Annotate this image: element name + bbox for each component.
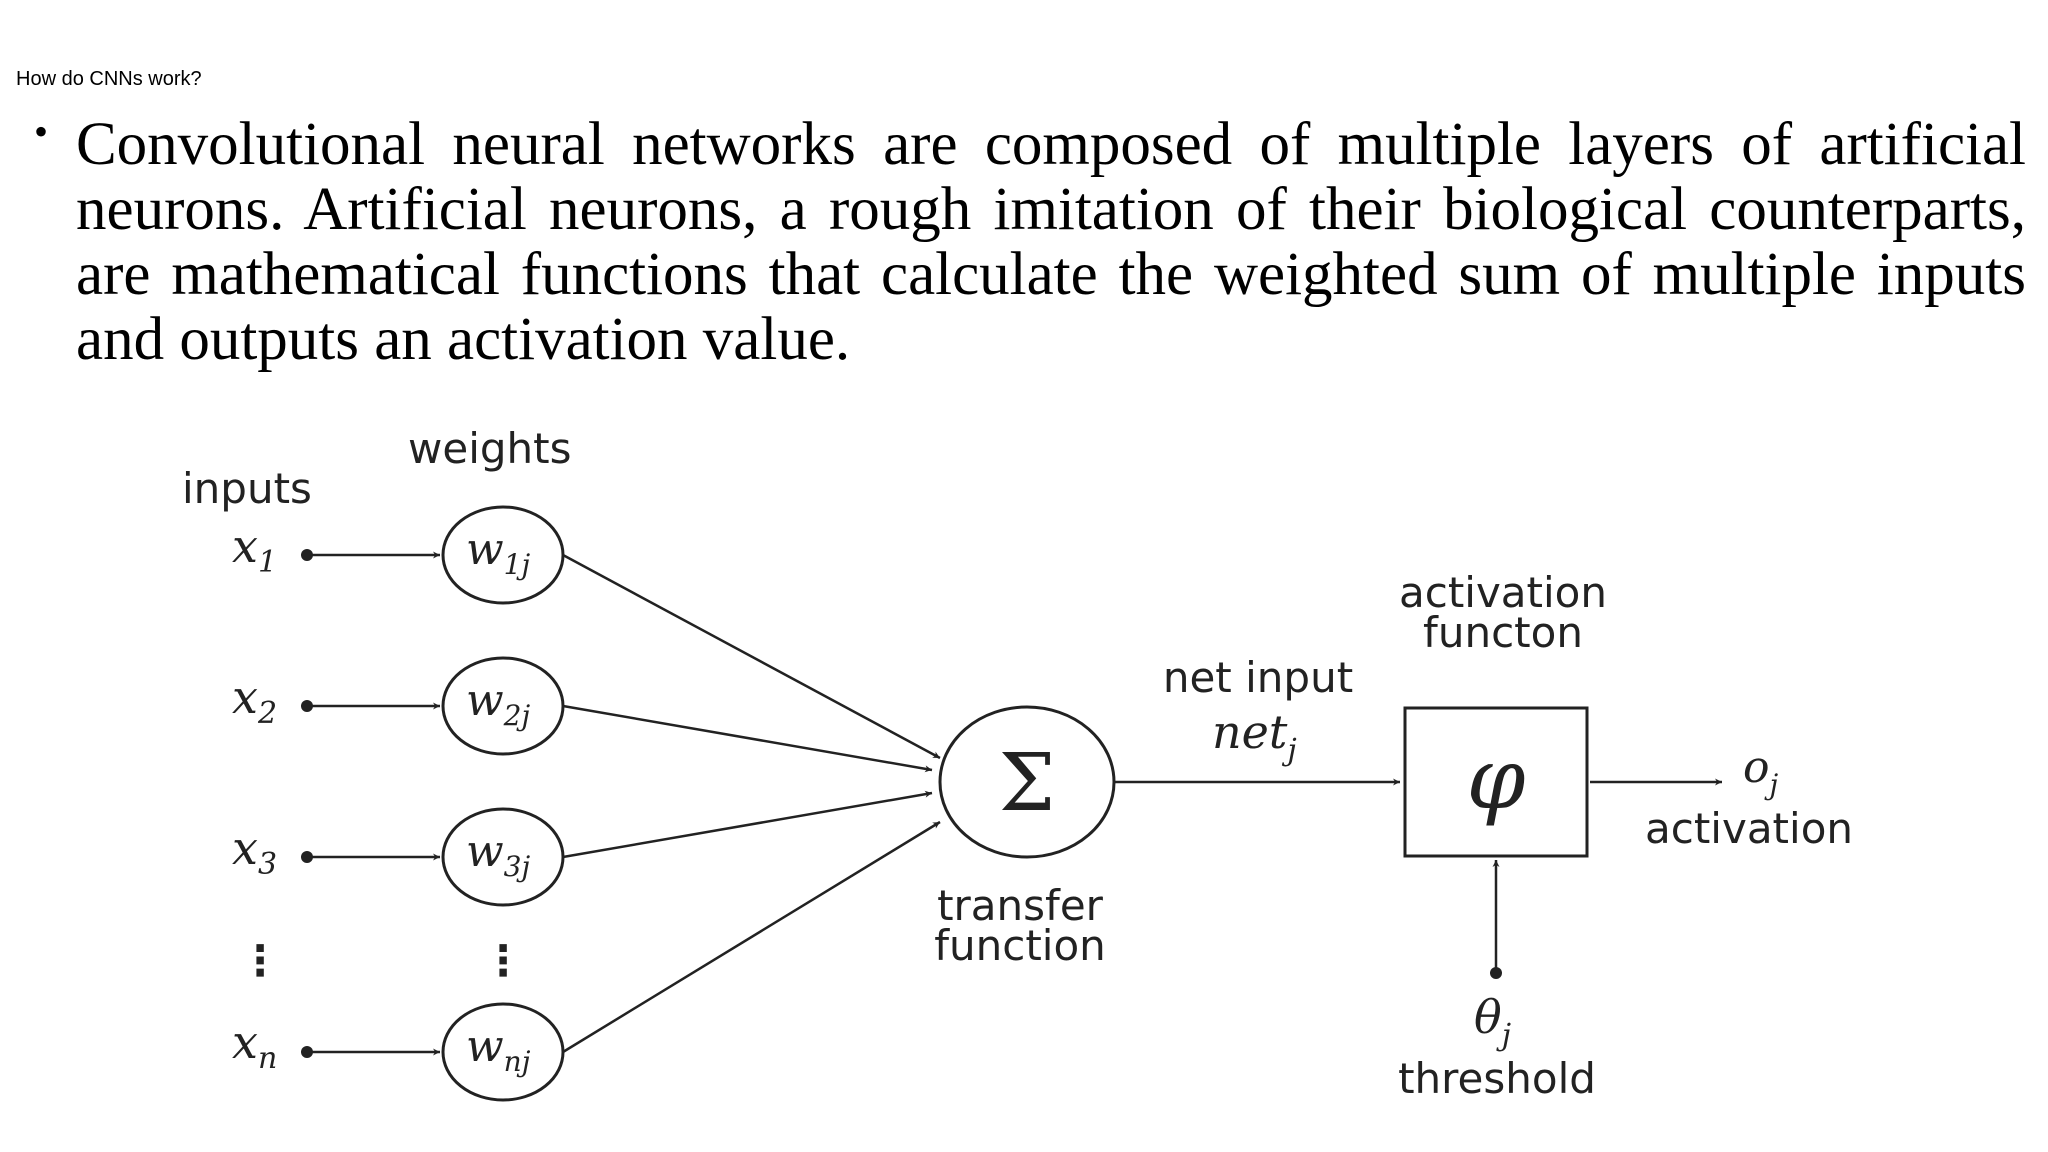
input-row-n: xn wnj bbox=[232, 820, 941, 1102]
transfer-function-label-line2: function bbox=[934, 921, 1106, 970]
theta-symbol: θj bbox=[1474, 990, 1511, 1053]
activation-function-label-line1: activation bbox=[1399, 568, 1607, 617]
weight-symbol: w2j bbox=[466, 675, 530, 732]
net-symbol: netj bbox=[1212, 705, 1297, 768]
inputs-label: inputs bbox=[182, 464, 312, 513]
slide-title: How do CNNs work? bbox=[16, 68, 202, 90]
output-symbol: oj bbox=[1743, 742, 1779, 801]
inputs-ellipsis: ⋮ bbox=[239, 936, 281, 985]
input-row-2: x2 w2j bbox=[232, 656, 933, 773]
bullet-marker: • bbox=[34, 109, 49, 154]
input-symbol: x2 bbox=[232, 670, 277, 731]
input-row-3: x3 w3j bbox=[232, 790, 933, 907]
weights-ellipsis: ⋮ bbox=[482, 936, 524, 985]
input-symbol: x1 bbox=[232, 519, 277, 580]
transfer-function-label-line1: transfer bbox=[937, 881, 1104, 930]
threshold-label: threshold bbox=[1398, 1054, 1596, 1103]
activation-function-label-line2: functon bbox=[1423, 608, 1583, 657]
input-row-1: x1 w1j bbox=[232, 505, 941, 760]
weight-arrow bbox=[562, 820, 941, 1054]
input-symbol: xn bbox=[232, 1015, 277, 1076]
weight-symbol: wnj bbox=[466, 1021, 531, 1078]
bullet-text: Convolutional neural networks are compos… bbox=[76, 111, 2026, 373]
activation-function-box bbox=[1403, 706, 1589, 858]
weight-arrow bbox=[562, 553, 941, 760]
weight-arrow bbox=[562, 790, 933, 859]
net-input-label: net input bbox=[1163, 653, 1353, 702]
input-symbol: x3 bbox=[232, 821, 277, 882]
weight-symbol: w3j bbox=[466, 826, 530, 883]
weight-arrow bbox=[562, 704, 933, 773]
phi-symbol: φ bbox=[1467, 730, 1526, 828]
weight-symbol: w1j bbox=[466, 524, 530, 581]
activation-output-label: activation bbox=[1645, 804, 1853, 853]
sigma-symbol: Σ bbox=[999, 736, 1056, 829]
weights-label: weights bbox=[408, 424, 572, 473]
